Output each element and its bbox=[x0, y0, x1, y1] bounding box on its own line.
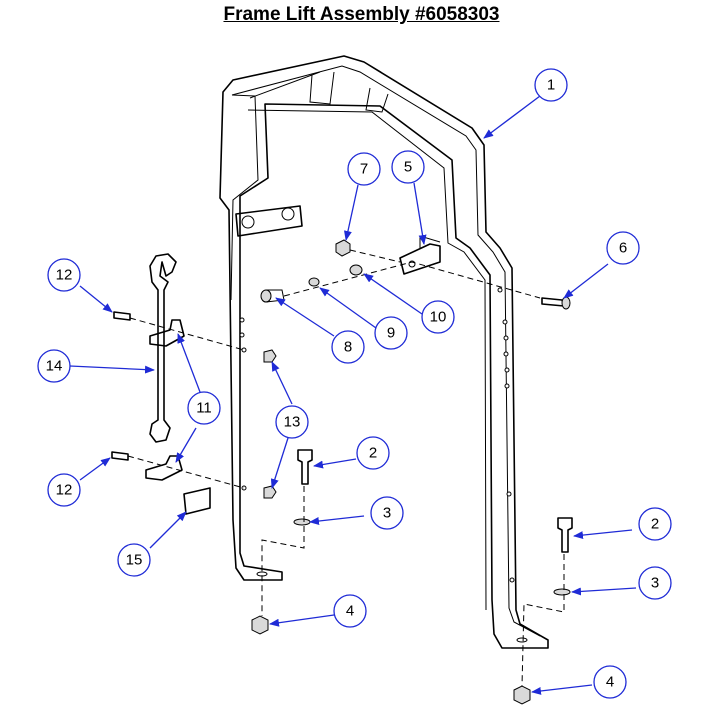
alignment-line bbox=[283, 261, 541, 299]
washer-part-3 bbox=[293, 518, 571, 596]
svg-text:10: 10 bbox=[430, 309, 447, 326]
svg-text:4: 4 bbox=[346, 603, 354, 620]
nut-part-13 bbox=[263, 349, 277, 499]
washer-part-9 bbox=[308, 277, 320, 287]
callout-11: 11 bbox=[187, 391, 221, 425]
svg-text:11: 11 bbox=[196, 400, 212, 417]
svg-text:15: 15 bbox=[126, 552, 143, 569]
svg-text:13: 13 bbox=[284, 414, 301, 431]
alignment-line bbox=[127, 455, 245, 489]
bracket-part-11 bbox=[145, 319, 185, 481]
callout-4: 4 bbox=[593, 665, 627, 699]
alignment-line bbox=[129, 317, 245, 351]
svg-text:4: 4 bbox=[606, 674, 614, 691]
svg-text:3: 3 bbox=[651, 575, 659, 592]
svg-text:3: 3 bbox=[383, 505, 391, 522]
svg-text:12: 12 bbox=[56, 267, 73, 284]
svg-text:2: 2 bbox=[651, 516, 659, 533]
callout-2: 2 bbox=[356, 436, 390, 470]
callout-15: 15 bbox=[117, 543, 151, 577]
callout-8: 8 bbox=[331, 330, 365, 364]
diagram-title: Frame Lift Assembly #6058303 bbox=[223, 4, 500, 25]
callout-5: 5 bbox=[391, 150, 425, 184]
callout-3: 3 bbox=[370, 496, 404, 530]
alignment-line bbox=[261, 486, 305, 616]
callout-10: 10 bbox=[421, 300, 455, 334]
callout-3: 3 bbox=[638, 566, 672, 600]
callout-12: 12 bbox=[47, 473, 81, 507]
wrench-part-14 bbox=[149, 253, 177, 443]
svg-text:6: 6 bbox=[619, 240, 627, 257]
nut-part-4 bbox=[251, 615, 531, 705]
svg-text:7: 7 bbox=[360, 161, 368, 178]
plate-part-15 bbox=[183, 487, 211, 515]
svg-text:1: 1 bbox=[547, 77, 555, 94]
screw-part-12 bbox=[111, 311, 131, 461]
svg-text:14: 14 bbox=[46, 358, 63, 375]
callout-7: 7 bbox=[347, 152, 381, 186]
washer-part-10 bbox=[349, 264, 363, 276]
callout-13: 13 bbox=[275, 405, 309, 439]
callout-14: 14 bbox=[37, 349, 71, 383]
pin-part-8 bbox=[260, 289, 285, 303]
svg-text:8: 8 bbox=[344, 339, 352, 356]
alignment-line bbox=[521, 554, 565, 687]
svg-text:9: 9 bbox=[387, 325, 395, 342]
callout-9: 9 bbox=[374, 316, 408, 350]
callout-4: 4 bbox=[333, 594, 367, 628]
callout-12: 12 bbox=[47, 258, 81, 292]
svg-text:2: 2 bbox=[369, 445, 377, 462]
svg-text:5: 5 bbox=[404, 159, 412, 176]
alignment-line bbox=[349, 249, 401, 263]
svg-text:12: 12 bbox=[56, 482, 73, 499]
callout-6: 6 bbox=[606, 231, 640, 265]
lift-frame bbox=[219, 55, 549, 649]
bolt-part-2 bbox=[297, 449, 573, 553]
callout-1: 1 bbox=[534, 68, 568, 102]
nut-part-7 bbox=[335, 239, 351, 257]
leader-lines bbox=[69, 95, 637, 695]
callout-2: 2 bbox=[638, 507, 672, 541]
pin-part-6 bbox=[541, 296, 571, 310]
